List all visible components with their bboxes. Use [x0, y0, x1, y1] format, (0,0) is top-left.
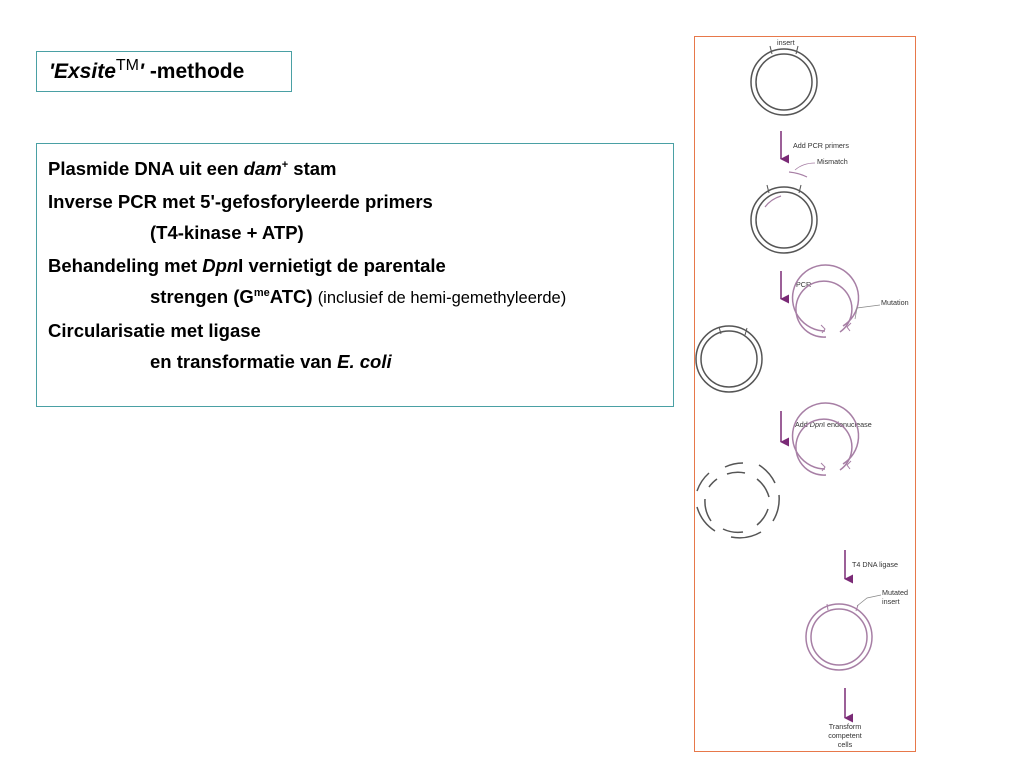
transform-label-3: cells — [838, 740, 853, 749]
title-box: 'ExsiteTM' -methode — [36, 51, 292, 92]
parental-plasmid — [750, 45, 818, 116]
parental-plasmid-2 — [695, 325, 763, 393]
t4-ligase-label: T4 DNA ligase — [852, 560, 898, 569]
step-4-detail: en transformatie van E. coli — [150, 351, 392, 372]
step-2: Inverse PCR met 5'-gefosforyleerde prime… — [48, 191, 433, 212]
add-dpni-label: Add DpnI endonuclease — [795, 420, 872, 429]
transform-label-1: Transform — [829, 722, 861, 731]
step-3-note: (inclusief de hemi-gemethyleerde) — [317, 289, 567, 307]
exsite-diagram: insert Add PCR primers Mismatch PCR — [694, 36, 916, 752]
mismatch-pointer — [794, 162, 816, 171]
mutant-linear-product — [791, 402, 860, 476]
digested-parental — [696, 462, 780, 539]
insert-label: insert — [777, 38, 795, 47]
mutant-pcr-product — [791, 264, 860, 338]
step-2-detail: (T4-kinase + ATP) — [150, 222, 304, 243]
mutated-plasmid — [805, 603, 873, 671]
step-1: Plasmide DNA uit een dam+ stam — [48, 158, 337, 179]
step-3: Behandeling met DpnI vernietigt de paren… — [48, 255, 446, 276]
step-3-detail: strengen (GmeATC) (inclusief de hemi-gem… — [150, 286, 567, 307]
page-title: 'ExsiteTM' -methode — [49, 56, 245, 83]
pcr-label: PCR — [796, 280, 811, 289]
step-4: Circularisatie met ligase — [48, 320, 261, 341]
primed-plasmid — [750, 171, 818, 254]
transform-label-2: competent — [828, 731, 862, 740]
steps-box: Plasmide DNA uit een dam+ stam Inverse P… — [36, 143, 674, 407]
forward-primer — [788, 171, 808, 178]
add-pcr-primers-label: Add PCR primers — [793, 141, 849, 150]
reverse-primer — [764, 195, 782, 208]
mutated-insert-pointer — [856, 594, 882, 607]
mutated-label-2: insert — [882, 597, 900, 606]
mutated-label-1: Mutated — [882, 588, 908, 597]
mutation-label: Mutation — [881, 298, 909, 307]
trademark: TM — [115, 56, 139, 74]
mismatch-label: Mismatch — [817, 157, 848, 166]
mutation-pointer — [854, 304, 881, 320]
